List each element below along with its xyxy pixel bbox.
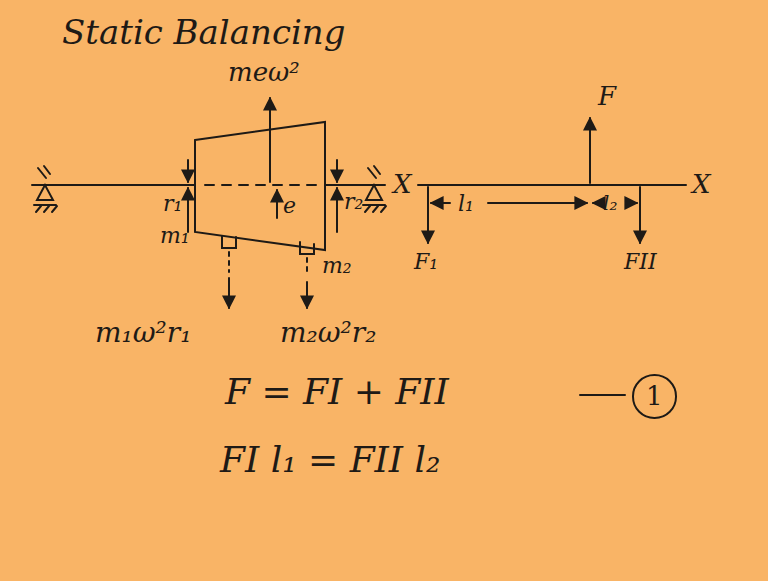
force-arrow [589, 118, 591, 183]
axis-label: X [393, 170, 412, 199]
length-label: l₂ [603, 192, 617, 214]
force-label: m₂ω²r₂ [280, 318, 376, 349]
axis-label: X [692, 170, 711, 199]
mass-symbol [222, 236, 236, 248]
mass-symbol [300, 242, 314, 254]
dimension-arrow [336, 188, 338, 232]
dimension-arrow [431, 202, 450, 204]
dash [580, 394, 625, 396]
shaft [325, 184, 385, 186]
radius-label: r₂ [344, 190, 363, 214]
mass-label: m₂ [322, 254, 352, 278]
leader-line [228, 252, 230, 272]
equation: F = FI + FII [225, 372, 449, 412]
mass-label: m₁ [160, 224, 190, 248]
length-label: l₁ [458, 192, 474, 216]
force-arrow [269, 98, 271, 182]
force-label: F [598, 82, 616, 111]
dimension-arrow [187, 160, 189, 182]
bearing-symbol [363, 166, 386, 212]
force-label: F₁ [414, 250, 438, 274]
leader-line [306, 258, 308, 276]
radius-label: r₁ [163, 192, 182, 216]
force-arrow [427, 187, 429, 243]
equation: FI l₁ = FII l₂ [220, 440, 440, 480]
dimension-arrow [488, 202, 587, 204]
rotor-outline [195, 122, 325, 250]
eccentricity-arrow [276, 190, 278, 218]
force-label: m₁ω²r₁ [95, 318, 191, 349]
equation-number: 1 [632, 374, 677, 419]
force-arrow [228, 278, 230, 308]
axis-line [418, 184, 686, 186]
title: Static Balancing [62, 14, 346, 51]
shaft [32, 184, 195, 186]
dimension-arrow [336, 160, 338, 182]
dimension-arrow [628, 202, 637, 204]
force-arrow [306, 282, 308, 308]
force-label: meω² [228, 58, 300, 87]
dimension-arrow [593, 202, 600, 204]
force-arrow [639, 187, 641, 243]
force-label: FII [624, 250, 657, 274]
eccentricity-label: e [283, 194, 296, 218]
centre-line [205, 184, 318, 186]
bearing-symbol [34, 166, 57, 212]
